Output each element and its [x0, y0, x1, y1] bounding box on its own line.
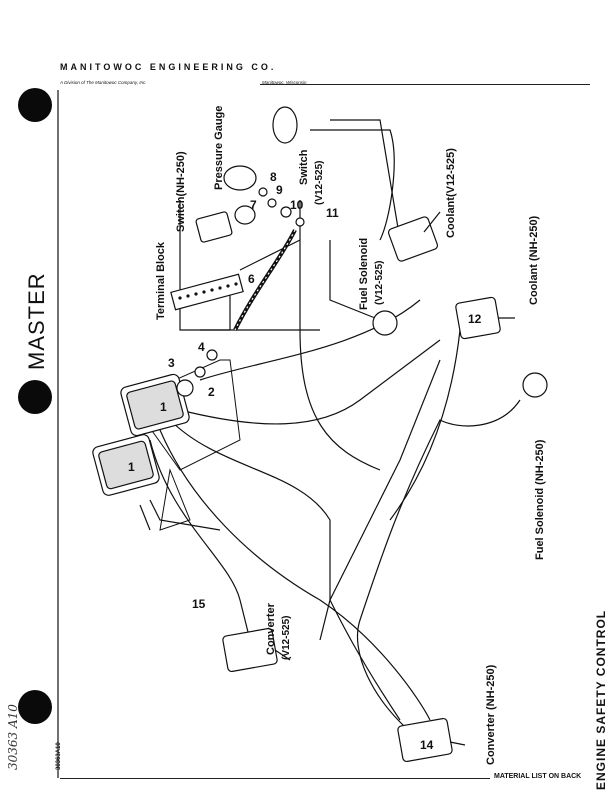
callout-12: 12 — [468, 312, 482, 326]
company-division: A Division of The Manitowoc Company, Inc… — [60, 80, 147, 85]
binder-hole-middle — [18, 380, 52, 414]
callout-10: 10 — [290, 198, 304, 212]
drawing-title: ENGINE SAFETY CONTROL — [594, 609, 608, 790]
binder-hole-bottom — [18, 690, 52, 724]
label-switch-v12-model: (V12-525) — [314, 160, 325, 205]
label-coolant-nh250: Coolant (NH-250) — [528, 215, 540, 305]
callout-1-upper: 1 — [160, 400, 167, 414]
company-location: Manitowoc, Wisconsin — [262, 80, 307, 85]
label-fuel-solenoid-nh250: Fuel Solenoid (NH-250) — [534, 439, 546, 560]
binder-hole-top — [18, 88, 52, 122]
callout-15: 15 — [192, 597, 206, 611]
label-coolant-v12: Coolant(V12-525) — [445, 148, 457, 238]
callout-8: 8 — [270, 170, 277, 184]
label-terminal-block: Terminal Block — [155, 241, 167, 320]
label-switch-v12: Switch — [298, 149, 310, 185]
footer-rule — [60, 778, 490, 779]
label-pressure-gauge: Pressure Gauge — [213, 105, 225, 190]
callout-2: 2 — [208, 385, 215, 399]
callout-14: 14 — [420, 738, 434, 752]
company-name: MANITOWOC ENGINEERING CO. — [60, 62, 277, 72]
callout-11: 11 — [326, 206, 339, 220]
callout-3: 3 — [168, 356, 175, 370]
label-converter-nh250: Converter (NH-250) — [485, 664, 497, 765]
callout-4: 4 — [198, 340, 205, 354]
label-fuel-solenoid-v12: Fuel Solenoid — [358, 237, 370, 310]
callout-7: 7 — [250, 198, 257, 212]
callout-6: 6 — [248, 272, 255, 286]
callout-9: 9 — [276, 183, 283, 197]
label-converter-v12: Converter — [265, 603, 277, 655]
header-rule — [260, 84, 590, 85]
label-fuel-solenoid-v12-model: (V12-525) — [374, 260, 385, 305]
label-converter-v12-model: (V12-525) — [281, 615, 292, 660]
label-switch-nh250: Switch(NH-250) — [175, 151, 187, 232]
callout-1-lower: 1 — [128, 460, 135, 474]
footer-material-list: MATERIAL LIST ON BACK — [494, 773, 582, 780]
